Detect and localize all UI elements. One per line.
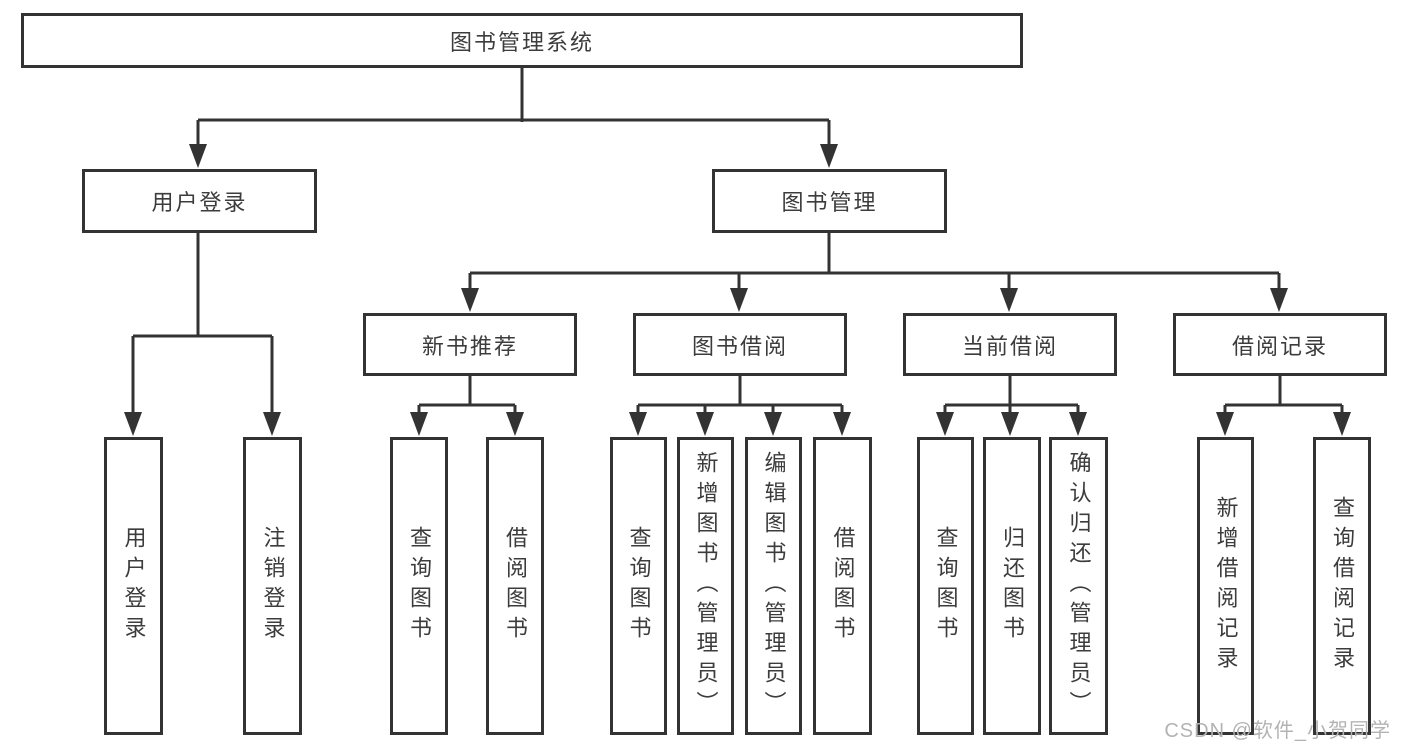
leaf-add-books-admin-label: 新增图书（管理员） [693, 451, 719, 721]
watermark: CSDN @软件_小贺同学 [1164, 720, 1391, 742]
leaf-query-books-current-label: 查询图书 [933, 526, 959, 646]
leaf-edit-books-admin: 编辑图书（管理员） [745, 437, 802, 735]
leaf-borrow-books-borrowing: 借阅图书 [813, 437, 872, 735]
leaf-confirm-return-admin: 确认归还（管理员） [1049, 437, 1108, 735]
node-book-management: 图书管理 [712, 169, 947, 233]
leaf-query-borrow-record-label: 查询借阅记录 [1330, 496, 1355, 676]
node-user-login-label: 用户登录 [151, 190, 248, 215]
node-book-borrowing-label: 图书借阅 [691, 333, 788, 359]
node-current-borrowing-label: 当前借阅 [961, 333, 1058, 359]
leaf-query-books-recommend: 查询图书 [390, 437, 448, 735]
leaf-user-login: 用户登录 [104, 437, 163, 735]
leaf-add-borrow-record: 新增借阅记录 [1197, 437, 1254, 735]
leaf-edit-books-admin-label: 编辑图书（管理员） [761, 451, 787, 721]
leaf-return-books-label: 归还图书 [1000, 526, 1025, 646]
leaf-logout-label: 注销登录 [260, 526, 286, 646]
node-current-borrowing: 当前借阅 [903, 313, 1117, 376]
node-new-book-recommend: 新书推荐 [363, 313, 577, 376]
node-book-management-label: 图书管理 [781, 190, 878, 215]
leaf-borrow-books-recommend-label: 借阅图书 [503, 526, 528, 646]
leaf-add-borrow-record-label: 新增借阅记录 [1213, 496, 1239, 676]
leaf-query-books-borrowing: 查询图书 [610, 437, 667, 735]
node-borrowing-records-label: 借阅记录 [1231, 333, 1328, 359]
leaf-query-books-current: 查询图书 [917, 437, 974, 735]
leaf-query-books-borrowing-label: 查询图书 [626, 526, 652, 646]
node-book-borrowing: 图书借阅 [633, 313, 847, 376]
node-user-login: 用户登录 [82, 169, 317, 233]
leaf-borrow-books-borrowing-label: 借阅图书 [830, 526, 856, 646]
leaf-confirm-return-admin-label: 确认归还（管理员） [1066, 451, 1092, 721]
leaf-add-books-admin: 新增图书（管理员） [677, 437, 734, 735]
leaf-user-login-label: 用户登录 [121, 526, 147, 646]
leaf-borrow-books-recommend: 借阅图书 [486, 437, 544, 735]
leaf-query-books-recommend-label: 查询图书 [407, 526, 432, 646]
node-borrowing-records: 借阅记录 [1173, 313, 1387, 376]
leaf-return-books: 归还图书 [983, 437, 1041, 735]
leaf-query-borrow-record: 查询借阅记录 [1313, 437, 1371, 735]
node-new-book-recommend-label: 新书推荐 [421, 333, 518, 359]
node-root-label: 图书管理系统 [449, 29, 594, 55]
leaf-logout: 注销登录 [243, 437, 302, 735]
node-root: 图书管理系统 [21, 13, 1023, 68]
